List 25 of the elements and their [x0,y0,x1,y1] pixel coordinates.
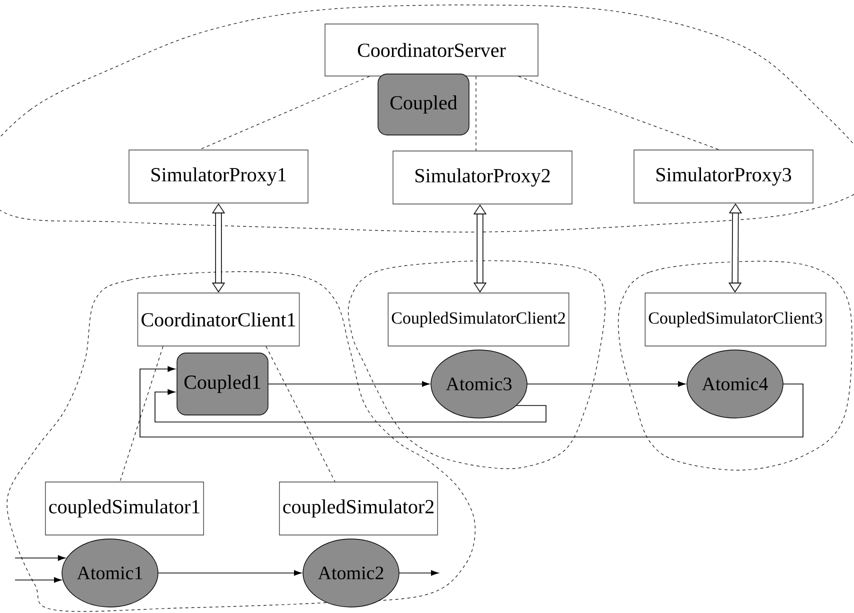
rounded-box: Coupled [378,74,470,136]
arrow [158,570,302,576]
process-box: coupledSimulator1 [45,482,204,536]
process-box: coupledSimulator2 [279,482,438,536]
rounded-box: Coupled1 [176,352,268,416]
process-box: CoordinatorServer [324,24,538,76]
process-box: CoupledSimulatorClient2 [388,292,570,346]
process-box: CoordinatorClient1 [137,292,300,346]
arrow [14,555,66,561]
process-box: SimulatorProxy3 [634,150,814,204]
arrow [140,366,804,438]
process-box: CoupledSimulatorClient3 [644,292,826,346]
dashed-boundary [348,260,606,469]
arrow [526,381,686,387]
arrow [14,577,62,583]
arrow [398,570,439,576]
dashed-line [199,76,370,150]
arrow [268,381,430,387]
dashed-line [518,76,720,150]
process-box: SimulatorProxy2 [392,150,572,204]
process-box: SimulatorProxy1 [128,150,308,204]
arrow [154,389,546,422]
dashed-boundary [0,4,854,232]
dashed-boundary [618,260,852,470]
dashed-line [120,346,164,482]
